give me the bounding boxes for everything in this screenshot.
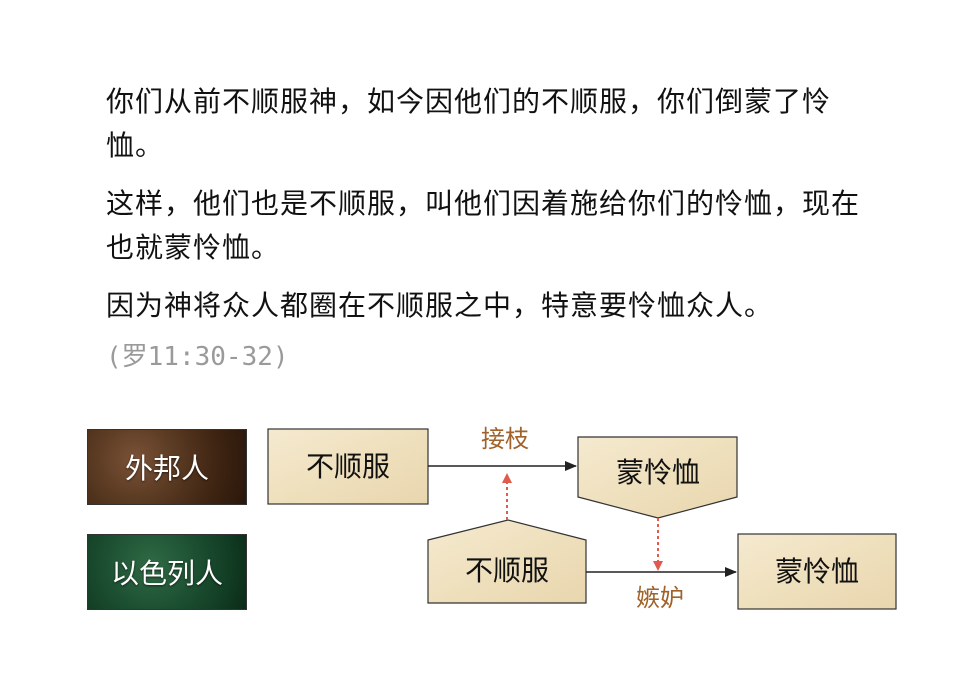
verse-paragraph-2: 这样，他们也是不顺服，叫他们因着施给你们的怜恤，现在也就蒙怜恤。 xyxy=(106,187,861,264)
verse-paragraph-3: 因为神将众人都圈在不顺服之中，特意要怜恤众人。 xyxy=(106,289,774,322)
gentile-disobedience-node xyxy=(267,428,429,505)
israel-mercy-node xyxy=(737,533,897,610)
gentile-label-text: 外邦人 xyxy=(124,452,209,485)
jealousy-label: 嫉妒 xyxy=(636,584,684,612)
verse-reference: (罗11:30-32) xyxy=(106,342,289,372)
verse-paragraph-1: 你们从前不顺服神，如今因他们的不顺服，你们倒蒙了怜恤。 xyxy=(106,85,832,162)
israel-label: 以色列人 xyxy=(87,534,247,610)
gentile-mercy-text: 蒙怜恤 xyxy=(616,456,700,489)
gentile-disobedience-text: 不顺服 xyxy=(306,450,390,483)
gentile-label: 外邦人 xyxy=(87,429,247,505)
grafting-label: 接枝 xyxy=(481,425,529,453)
gentile-mercy-node xyxy=(577,436,738,519)
israel-label-text: 以色列人 xyxy=(110,557,223,590)
israel-disobedience-text: 不顺服 xyxy=(465,554,549,587)
israel-mercy-text: 蒙怜恤 xyxy=(775,555,859,588)
